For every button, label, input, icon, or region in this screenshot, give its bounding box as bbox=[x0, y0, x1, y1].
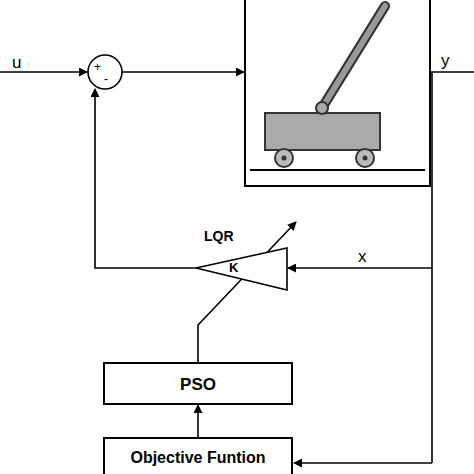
pendulum-pole bbox=[322, 6, 385, 108]
feedback-wire bbox=[95, 89, 196, 268]
signal-name: y bbox=[441, 52, 450, 69]
objective-wire bbox=[294, 462, 432, 464]
connector bbox=[198, 222, 296, 362]
lqr-gain: LQR K bbox=[190, 226, 290, 310]
wheel-hub bbox=[363, 156, 368, 161]
signal-name: u bbox=[12, 54, 21, 71]
gain-symbol: K bbox=[229, 261, 238, 274]
sign: - bbox=[104, 73, 108, 85]
plant-box bbox=[245, 0, 430, 186]
output-wire bbox=[430, 71, 474, 73]
control-wire bbox=[122, 71, 244, 73]
objective-box: Objective Funtion bbox=[103, 437, 293, 474]
box-title: Objective Funtion bbox=[130, 449, 265, 467]
cart-body bbox=[265, 113, 380, 150]
pole-outline bbox=[322, 6, 385, 108]
box-title: PSO bbox=[180, 375, 216, 395]
input-wire bbox=[0, 71, 87, 73]
track bbox=[250, 169, 425, 171]
controller-name: LQR bbox=[204, 229, 234, 243]
sign: + bbox=[94, 61, 101, 73]
pso-box: PSO bbox=[103, 362, 293, 405]
connector bbox=[197, 405, 199, 437]
gain-triangle bbox=[196, 248, 287, 290]
pivot bbox=[316, 102, 328, 114]
cart-wheel bbox=[275, 149, 293, 167]
summing-junction bbox=[88, 55, 122, 89]
state-wire bbox=[288, 267, 432, 269]
wheel-hub bbox=[282, 156, 287, 161]
signal-name: x bbox=[358, 248, 367, 265]
cart-wheel bbox=[356, 149, 374, 167]
